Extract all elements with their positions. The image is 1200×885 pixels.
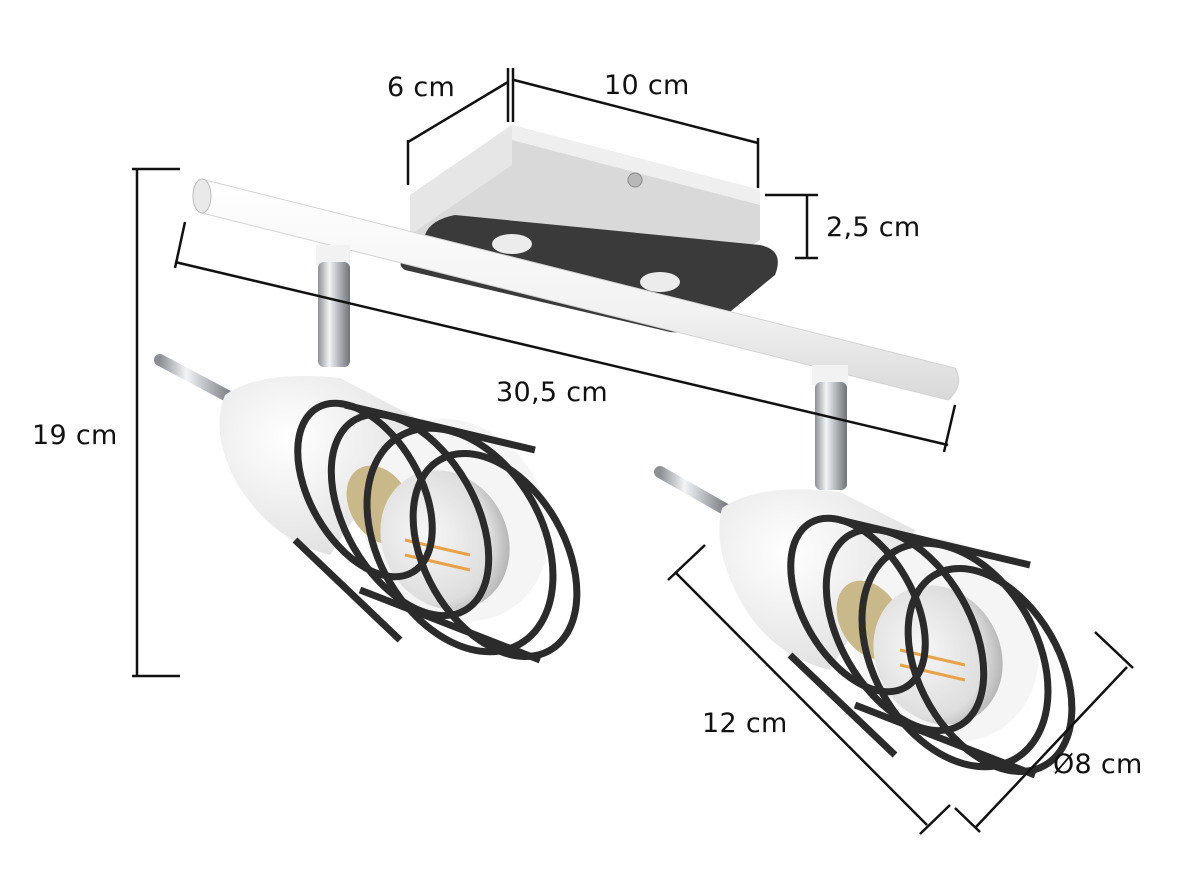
screw-icon bbox=[627, 172, 643, 188]
right-spotlight bbox=[654, 365, 1076, 779]
dimension-lines bbox=[132, 68, 1134, 835]
label-shade-diameter: Ø8 cm bbox=[1053, 749, 1143, 780]
label-base-depth: 6 cm bbox=[387, 72, 456, 103]
track-bar bbox=[192, 178, 960, 401]
label-bar-length: 30,5 cm bbox=[496, 377, 608, 408]
mounting-base bbox=[400, 125, 778, 333]
label-total-height: 19 cm bbox=[32, 420, 118, 451]
left-spotlight bbox=[154, 245, 581, 664]
label-base-height: 2,5 cm bbox=[826, 212, 921, 243]
label-base-width: 10 cm bbox=[604, 70, 690, 101]
label-shade-length: 12 cm bbox=[702, 708, 788, 739]
